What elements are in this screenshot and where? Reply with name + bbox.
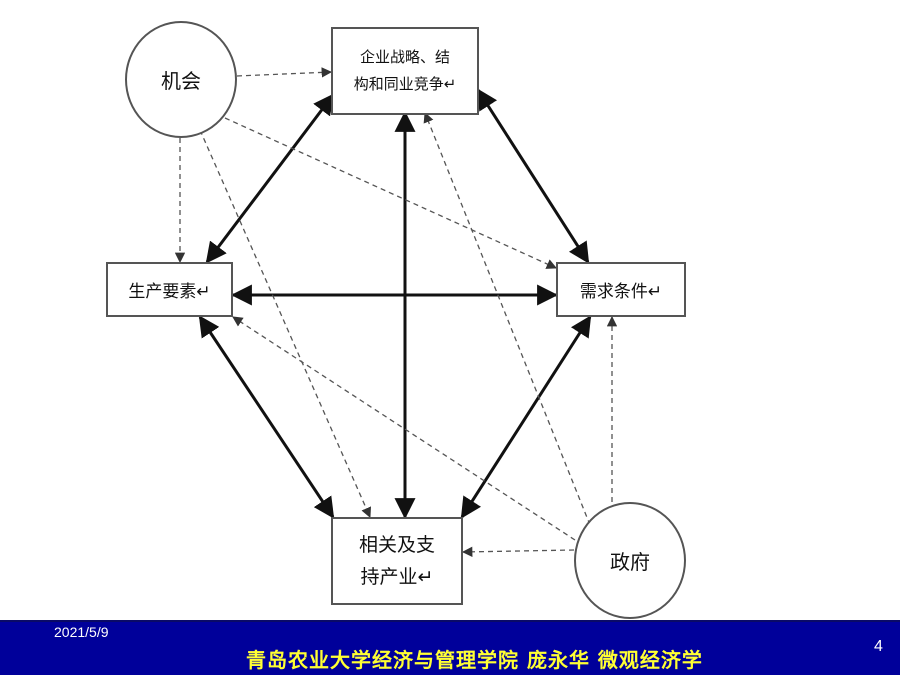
porter-diamond-diagram: 企业战略、结 构和同业竞争↵ 生产要素↵ 需求条件↵ 相关及支 持产业↵ 机会 …: [106, 21, 686, 619]
node-demand-conditions: 需求条件↵: [556, 262, 686, 317]
node-related-line1: 相关及支: [358, 534, 435, 556]
edge-chance-demand: [224, 117, 557, 269]
edge-government-related: [461, 546, 575, 558]
edge-strategy-demand: [476, 88, 590, 264]
edge-chance-strategy: [236, 67, 333, 78]
node-demand-label: 需求条件↵: [579, 282, 663, 302]
diagram-edges: [174, 67, 618, 558]
node-government-label: 政府: [610, 550, 650, 574]
node-chance: 机会: [125, 21, 237, 138]
node-factors-label: 生产要素↵: [128, 282, 211, 302]
slide-footer: 2021/5/9 青岛农业大学经济与管理学院 庞永华 微观经济学 4: [0, 620, 900, 675]
edge-factors-related: [198, 315, 335, 519]
node-strategy-line2: 构和同业竞争↵: [353, 75, 457, 93]
page-number: 4: [874, 638, 883, 655]
node-related-line2: 持产业↵: [360, 566, 434, 588]
node-factor-conditions: 生产要素↵: [106, 262, 233, 317]
edge-government-strategy: [423, 112, 591, 526]
node-government: 政府: [574, 502, 686, 619]
edge-chance-related: [199, 129, 371, 518]
node-strategy-structure-rivalry: 企业战略、结 构和同业竞争↵: [331, 27, 479, 115]
footer-institution-text: 青岛农业大学经济与管理学院 庞永华 微观经济学: [246, 648, 703, 672]
node-related-supporting-industries: 相关及支 持产业↵: [331, 517, 463, 605]
edge-demand-related: [460, 315, 592, 519]
node-strategy-line1: 企业战略、结: [359, 48, 450, 66]
edge-strategy-factors: [205, 93, 335, 264]
footer-date: 2021/5/9: [54, 624, 109, 640]
node-chance-label: 机会: [161, 69, 201, 93]
